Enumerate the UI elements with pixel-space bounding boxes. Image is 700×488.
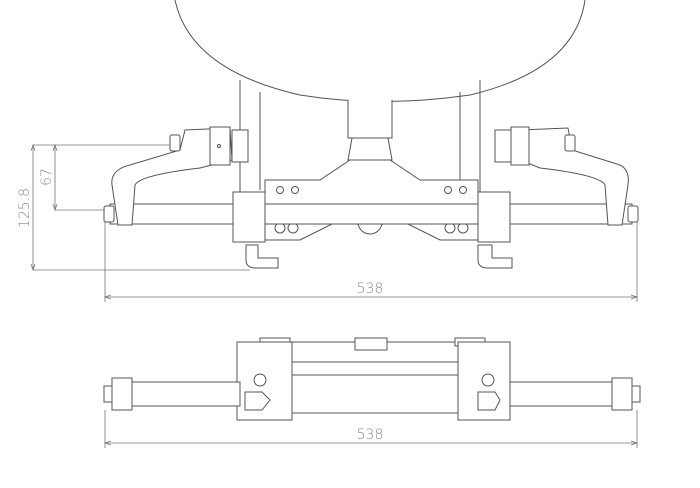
hose-fitting-left: [245, 244, 279, 269]
cylinder-end-left: [232, 191, 266, 243]
top-view: 125.8 67 538: [17, 0, 639, 302]
tiller-arm-left: [111, 127, 233, 226]
hose-fitting-right: [477, 244, 513, 269]
piston-rod: [109, 203, 633, 225]
motor-housing: [174, 0, 586, 102]
dimension-width-top: 538: [103, 222, 639, 302]
hose-fitting-right-bottom: [477, 391, 501, 411]
dimension-height-overall: 125.8: [17, 143, 250, 272]
svg-text:538: 538: [357, 281, 384, 297]
svg-text:67: 67: [39, 168, 55, 186]
cylinder-body: [289, 374, 461, 414]
dimension-height-partial: 67: [39, 143, 105, 212]
dimension-width-bottom: 538: [103, 410, 639, 448]
tiller-arm-right: [519, 127, 629, 226]
bottom-view: 538: [103, 337, 641, 448]
svg-text:538: 538: [357, 427, 384, 443]
hose-fitting-left-bottom: [244, 391, 271, 411]
center-bracket: [347, 100, 393, 139]
svg-text:125.8: 125.8: [17, 188, 33, 228]
cylinder-end-right: [477, 191, 511, 243]
